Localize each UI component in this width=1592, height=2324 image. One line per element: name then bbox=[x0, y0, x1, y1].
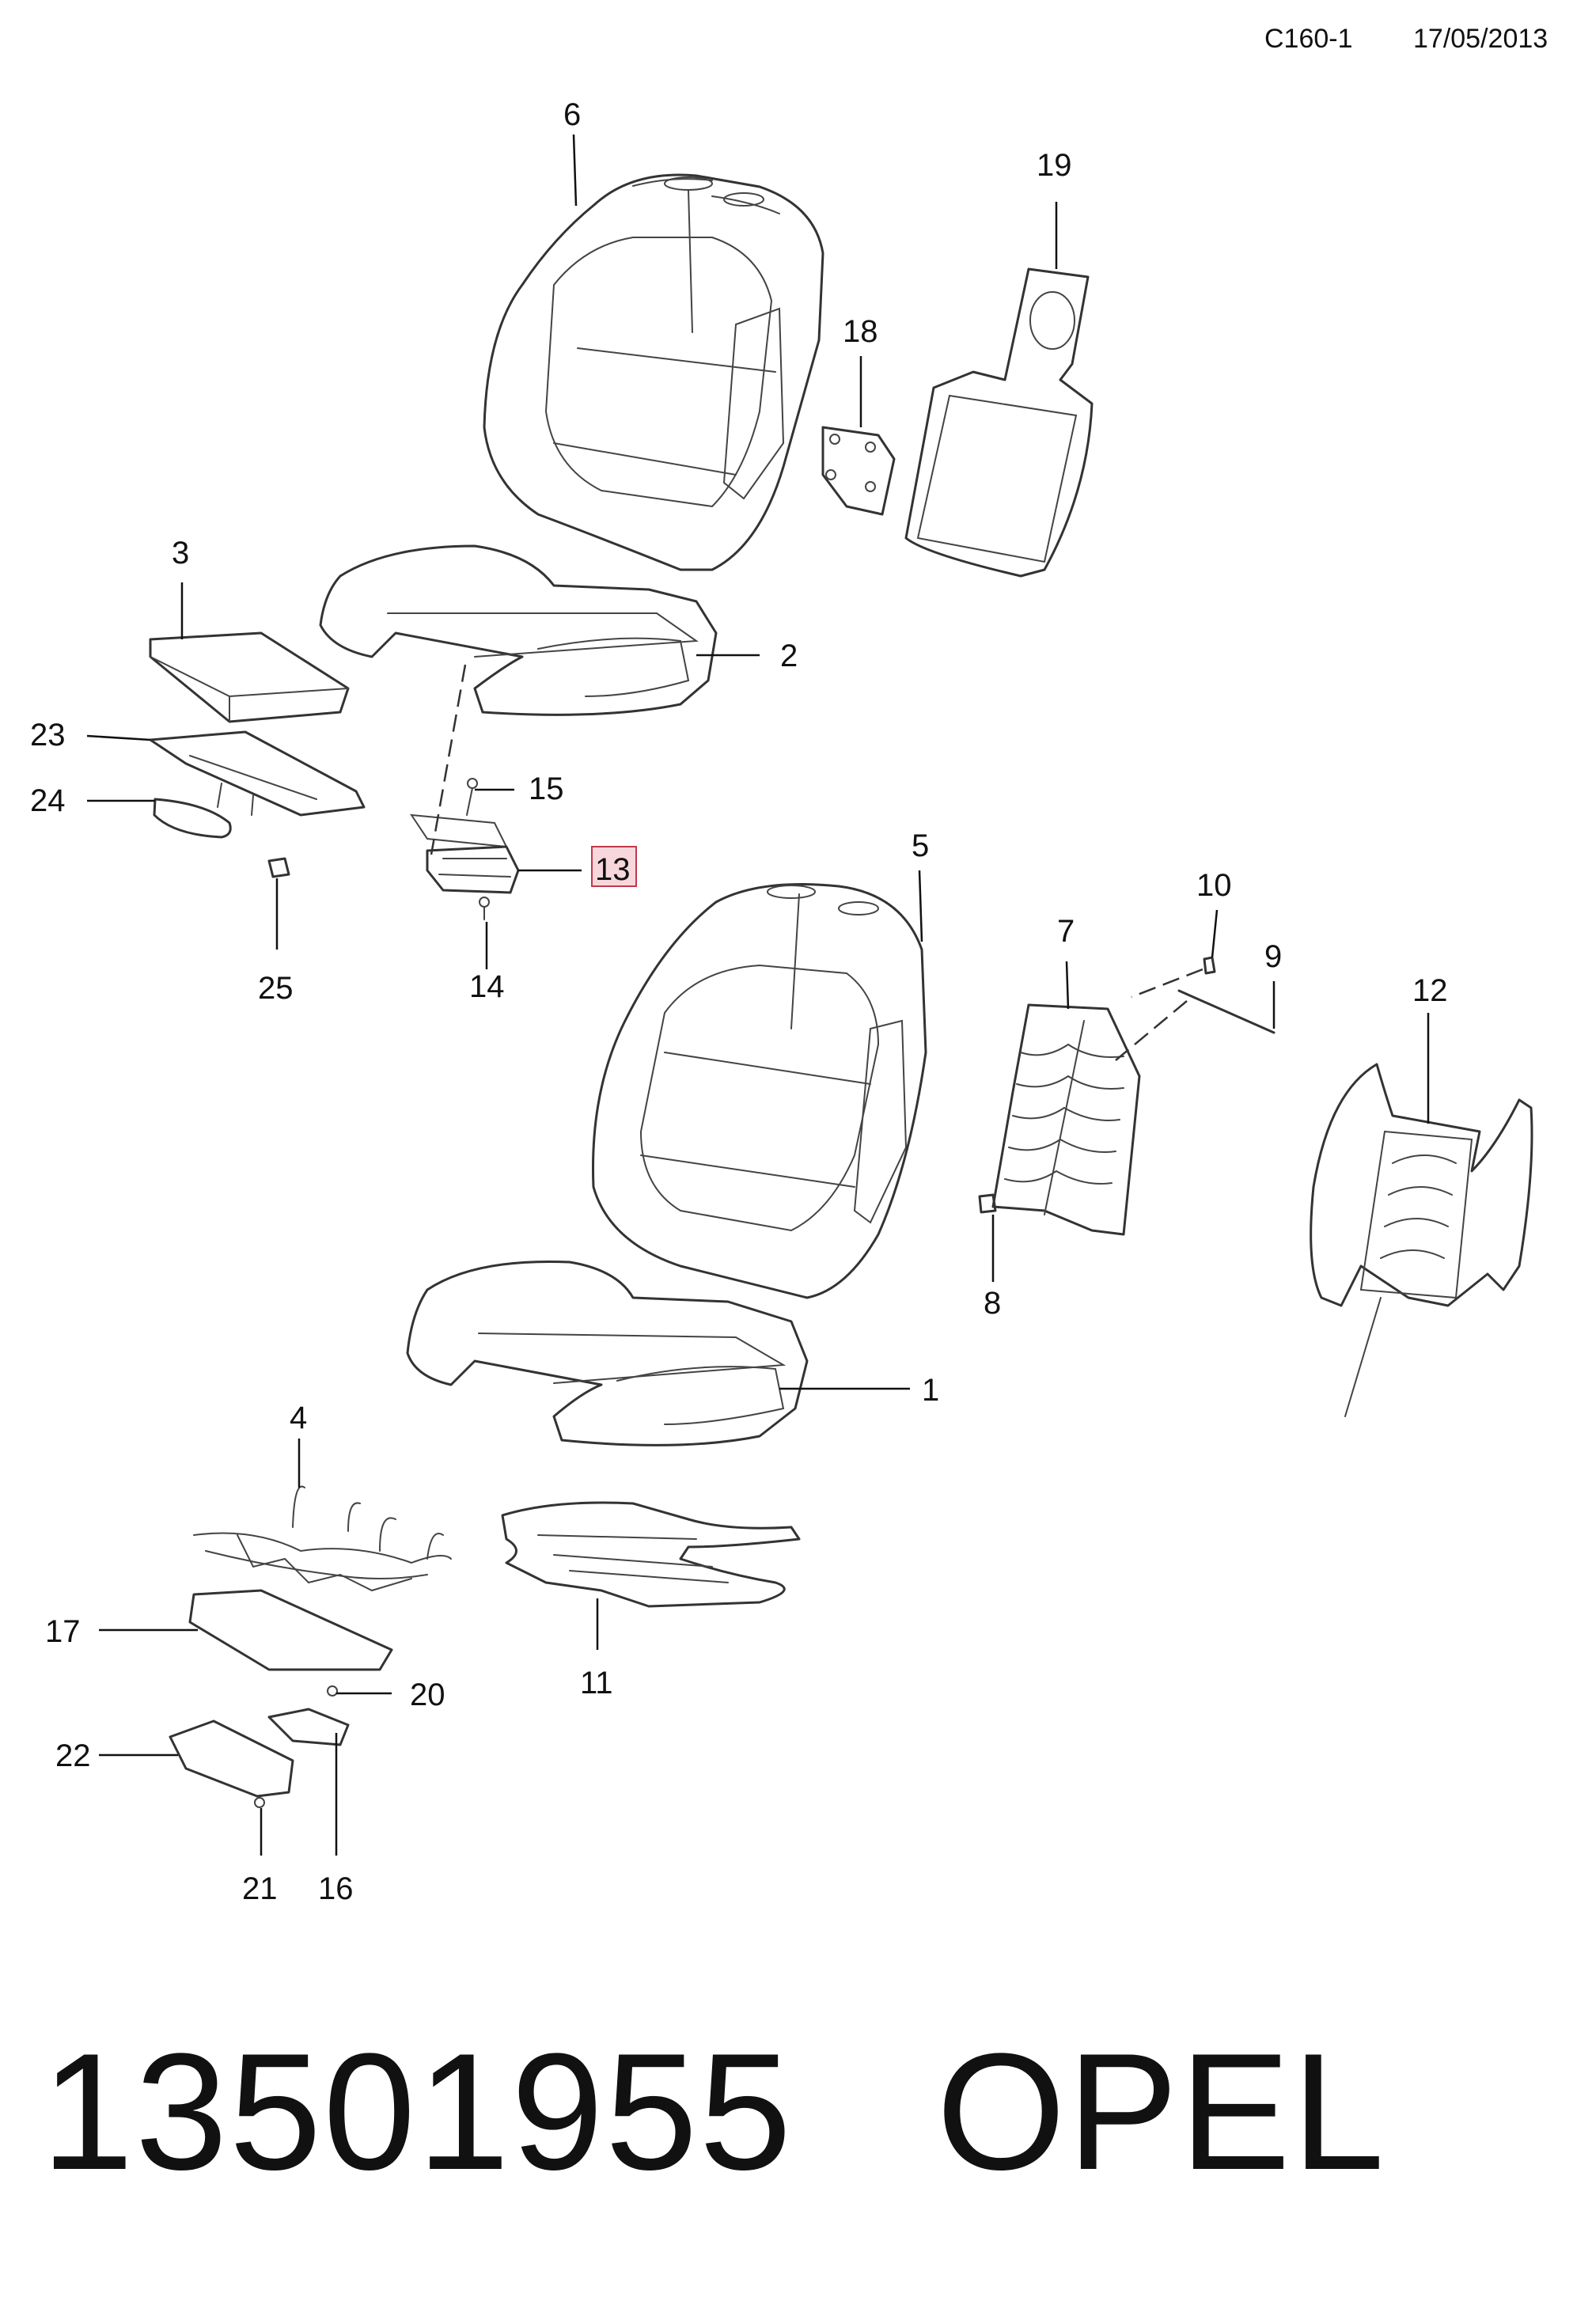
part-22-cover bbox=[169, 1719, 294, 1798]
callout-3: 3 bbox=[172, 536, 189, 571]
callout-13: 13 bbox=[595, 852, 631, 887]
part-23-tray bbox=[149, 730, 366, 817]
part-19-back-panel bbox=[904, 267, 1094, 578]
callout-4: 4 bbox=[290, 1401, 307, 1435]
part-25-fastener bbox=[267, 857, 290, 878]
callout-22: 22 bbox=[55, 1738, 91, 1773]
part-6-seatback-cover bbox=[483, 173, 824, 571]
part-16-bracket bbox=[267, 1708, 350, 1746]
part-11-heating-mat bbox=[501, 1501, 801, 1608]
callout-21: 21 bbox=[242, 1871, 278, 1906]
callout-9: 9 bbox=[1264, 939, 1282, 974]
callout-15: 15 bbox=[529, 772, 564, 806]
callout-2: 2 bbox=[780, 639, 798, 673]
callout-5: 5 bbox=[912, 828, 929, 863]
callout-24: 24 bbox=[30, 783, 66, 818]
callout-11: 11 bbox=[580, 1666, 613, 1700]
part-4-wire-harness bbox=[193, 1485, 452, 1592]
callout-17: 17 bbox=[45, 1614, 81, 1649]
part-3-pad bbox=[149, 631, 350, 723]
part-10-clip bbox=[1203, 956, 1216, 975]
diagram-date: 17/05/2013 bbox=[1413, 24, 1548, 54]
callouts: 6 19 18 3 2 23 15 24 13 5 10 7 9 12 25 1… bbox=[30, 97, 1448, 1906]
callout-8: 8 bbox=[984, 1286, 1001, 1321]
part-13-module bbox=[410, 813, 520, 894]
brand-name: OPEL bbox=[936, 2019, 1386, 2205]
part-21-screw bbox=[254, 1797, 265, 1808]
callout-13-highlight bbox=[591, 846, 637, 887]
part-9-rod bbox=[1177, 989, 1275, 1034]
callout-7: 7 bbox=[1057, 914, 1075, 949]
callout-18: 18 bbox=[843, 314, 878, 349]
part-7-spring-mat bbox=[991, 1003, 1141, 1236]
diagram-code: C160-1 bbox=[1264, 24, 1353, 54]
part-8-clip bbox=[978, 1193, 997, 1214]
part-12-heating-mat bbox=[1310, 1063, 1533, 1417]
callout-20: 20 bbox=[410, 1678, 445, 1712]
callout-16: 16 bbox=[318, 1871, 354, 1906]
part-1-seat-cushion bbox=[406, 1260, 809, 1446]
part-20-screw bbox=[327, 1685, 338, 1697]
callout-1: 1 bbox=[922, 1373, 939, 1408]
part-number: 13501955 bbox=[41, 2019, 794, 2205]
part-24-clip bbox=[153, 798, 232, 839]
callout-6: 6 bbox=[563, 97, 581, 132]
part-17-pad bbox=[188, 1589, 393, 1671]
callout-23: 23 bbox=[30, 718, 66, 753]
part-14-screw bbox=[479, 897, 490, 920]
part-2-seat-cushion bbox=[319, 544, 718, 716]
callout-12: 12 bbox=[1412, 973, 1448, 1008]
part-15-screw bbox=[466, 778, 478, 816]
callout-14: 14 bbox=[469, 969, 505, 1004]
part-number-footer: 13501955 OPEL bbox=[41, 2016, 1386, 2208]
callout-25: 25 bbox=[258, 971, 294, 1006]
callout-19: 19 bbox=[1037, 148, 1072, 183]
callout-10: 10 bbox=[1196, 868, 1232, 903]
part-18-bracket bbox=[821, 426, 896, 516]
leader-lines bbox=[86, 134, 1430, 1856]
part-5-seatback-frame bbox=[592, 883, 927, 1299]
